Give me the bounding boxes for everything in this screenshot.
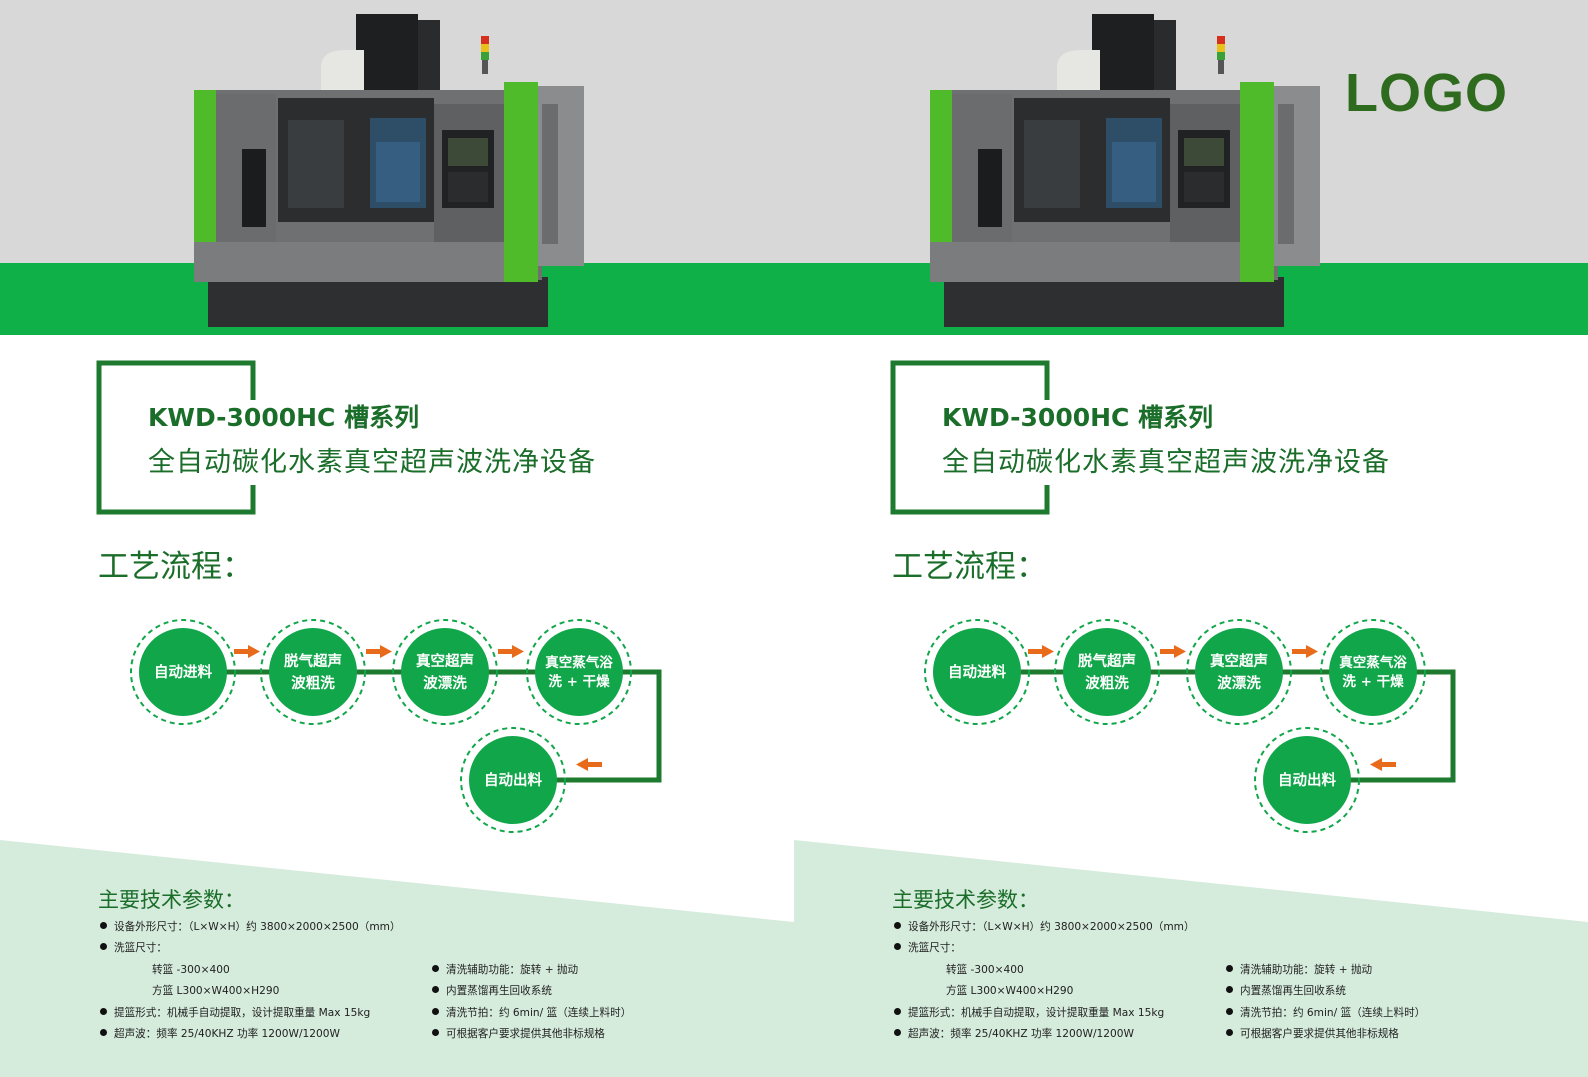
- process-step-label: 真空蒸气浴: [545, 654, 613, 671]
- process-step-label: 波粗洗: [1085, 674, 1129, 692]
- product-name-title: 全自动碳化水素真空超声波洗净设备: [148, 447, 596, 478]
- bottom-mint-band: [794, 840, 1588, 1077]
- bullet-icon: [100, 922, 107, 929]
- flow-arrow: [234, 645, 260, 658]
- process-step-label: 自动进料: [154, 663, 212, 681]
- bullet-icon: [1226, 1029, 1233, 1036]
- process-step-node: 真空超声 波漂洗: [392, 619, 498, 725]
- process-step-node: 真空蒸气浴 洗 + 干燥: [526, 619, 632, 725]
- spec-subitem: 转篮 -300×400: [152, 964, 230, 976]
- bullet-icon: [894, 922, 901, 929]
- machine-illustration: [194, 14, 584, 327]
- bullet-icon: [432, 1029, 439, 1036]
- flow-arrow: [1292, 645, 1318, 658]
- brochure-panel-left: KWD-3000HC 槽系列 全自动碳化水素真空超声波洗净设备 工艺流程： 自动…: [0, 0, 794, 1077]
- spec-subitem: 方篮 L300×W400×H290: [152, 985, 280, 997]
- flow-arrow: [1370, 758, 1396, 771]
- process-step-node: 脱气超声 波粗洗: [260, 619, 366, 725]
- process-step-label: 波漂洗: [423, 674, 467, 692]
- spec-item: 清洗节拍：约 6min/ 篮（连续上料时）: [1226, 1006, 1425, 1020]
- bullet-icon: [894, 943, 901, 950]
- process-step-label: 自动出料: [484, 771, 542, 789]
- bullet-icon: [100, 1029, 107, 1036]
- spec-item: 超声波：频率 25/40KHZ 功率 1200W/1200W: [100, 1027, 340, 1041]
- spec-item: 洗篮尺寸：: [100, 941, 167, 955]
- title-frame: [890, 360, 1050, 515]
- process-step-node: 自动出料: [460, 727, 566, 833]
- process-heading: 工艺流程：: [892, 549, 1047, 585]
- spec-subitem: 转篮 -300×400: [946, 964, 1024, 976]
- spec-item: 提篮形式：机械手自动提取，设计提取重量 Max 15kg: [894, 1006, 1164, 1020]
- product-name-title: 全自动碳化水素真空超声波洗净设备: [942, 447, 1390, 478]
- spec-item: 内置蒸馏再生回收系统: [432, 984, 552, 998]
- process-flow-diagram: 自动进料 脱气超声 波粗洗 真空超声 波漂洗 真空蒸气浴 洗 + 干燥: [924, 619, 1456, 833]
- spec-item: 可根据客户要求提供其他非标规格: [1226, 1027, 1399, 1041]
- spec-item: 超声波：频率 25/40KHZ 功率 1200W/1200W: [894, 1027, 1134, 1041]
- bullet-icon: [894, 1029, 901, 1036]
- title-frame: [96, 360, 256, 515]
- process-step-label: 洗 + 干燥: [548, 673, 610, 690]
- specs-heading: 主要技术参数：: [98, 888, 245, 912]
- spec-item: 清洗节拍：约 6min/ 篮（连续上料时）: [432, 1006, 631, 1020]
- bullet-icon: [1226, 986, 1233, 993]
- spec-item: 提篮形式：机械手自动提取，设计提取重量 Max 15kg: [100, 1006, 370, 1020]
- spec-item: 清洗辅助功能：旋转 + 抛动: [1226, 963, 1372, 977]
- process-step-label: 波漂洗: [1217, 674, 1261, 692]
- process-step-node: 自动进料: [924, 619, 1030, 725]
- process-step-node: 真空蒸气浴 洗 + 干燥: [1320, 619, 1426, 725]
- bullet-icon: [432, 965, 439, 972]
- spec-item: 内置蒸馏再生回收系统: [1226, 984, 1346, 998]
- flow-arrow: [366, 645, 392, 658]
- bottom-mint-band: [0, 840, 794, 1077]
- bullet-icon: [432, 986, 439, 993]
- process-step-label: 真空蒸气浴: [1339, 654, 1407, 671]
- brochure-panel-right: LOGO KWD-3000HC 槽系列 全自动碳化水素真空超声波洗净设备 工艺流…: [794, 0, 1588, 1077]
- process-step-label: 真空超声: [416, 652, 474, 670]
- process-step-node: 自动出料: [1254, 727, 1360, 833]
- process-step-label: 脱气超声: [284, 652, 342, 670]
- flow-arrow: [1160, 645, 1186, 658]
- bullet-icon: [1226, 965, 1233, 972]
- bullet-icon: [100, 943, 107, 950]
- spec-item: 设备外形尺寸：（L×W×H）约 3800×2000×2500（mm）: [894, 920, 1195, 934]
- bullet-icon: [432, 1008, 439, 1015]
- spec-item: 清洗辅助功能：旋转 + 抛动: [432, 963, 578, 977]
- process-step-label: 自动出料: [1278, 771, 1336, 789]
- process-step-node: 脱气超声 波粗洗: [1054, 619, 1160, 725]
- product-model-title: KWD-3000HC 槽系列: [942, 403, 1214, 432]
- bullet-icon: [100, 1008, 107, 1015]
- spec-subitem: 方篮 L300×W400×H290: [946, 985, 1074, 997]
- process-step-label: 脱气超声: [1078, 652, 1136, 670]
- flow-arrow: [576, 758, 602, 771]
- bullet-icon: [894, 1008, 901, 1015]
- process-heading: 工艺流程：: [98, 549, 253, 585]
- process-step-label: 洗 + 干燥: [1342, 673, 1404, 690]
- bullet-icon: [1226, 1008, 1233, 1015]
- spec-item: 可根据客户要求提供其他非标规格: [432, 1027, 605, 1041]
- machine-illustration: [930, 14, 1320, 327]
- flow-arrow: [498, 645, 524, 658]
- spec-item: 设备外形尺寸：（L×W×H）约 3800×2000×2500（mm）: [100, 920, 401, 934]
- process-step-label: 波粗洗: [291, 674, 335, 692]
- company-logo: LOGO: [1345, 63, 1508, 123]
- process-step-label: 真空超声: [1210, 652, 1268, 670]
- process-flow-diagram: 自动进料 脱气超声 波粗洗 真空超声 波漂洗 真空蒸气浴 洗 + 干燥: [130, 619, 662, 833]
- process-step-label: 自动进料: [948, 663, 1006, 681]
- product-model-title: KWD-3000HC 槽系列: [148, 403, 420, 432]
- process-step-node: 自动进料: [130, 619, 236, 725]
- flow-arrow: [1028, 645, 1054, 658]
- specs-heading: 主要技术参数：: [892, 888, 1039, 912]
- spec-item: 洗篮尺寸：: [894, 941, 961, 955]
- process-step-node: 真空超声 波漂洗: [1186, 619, 1292, 725]
